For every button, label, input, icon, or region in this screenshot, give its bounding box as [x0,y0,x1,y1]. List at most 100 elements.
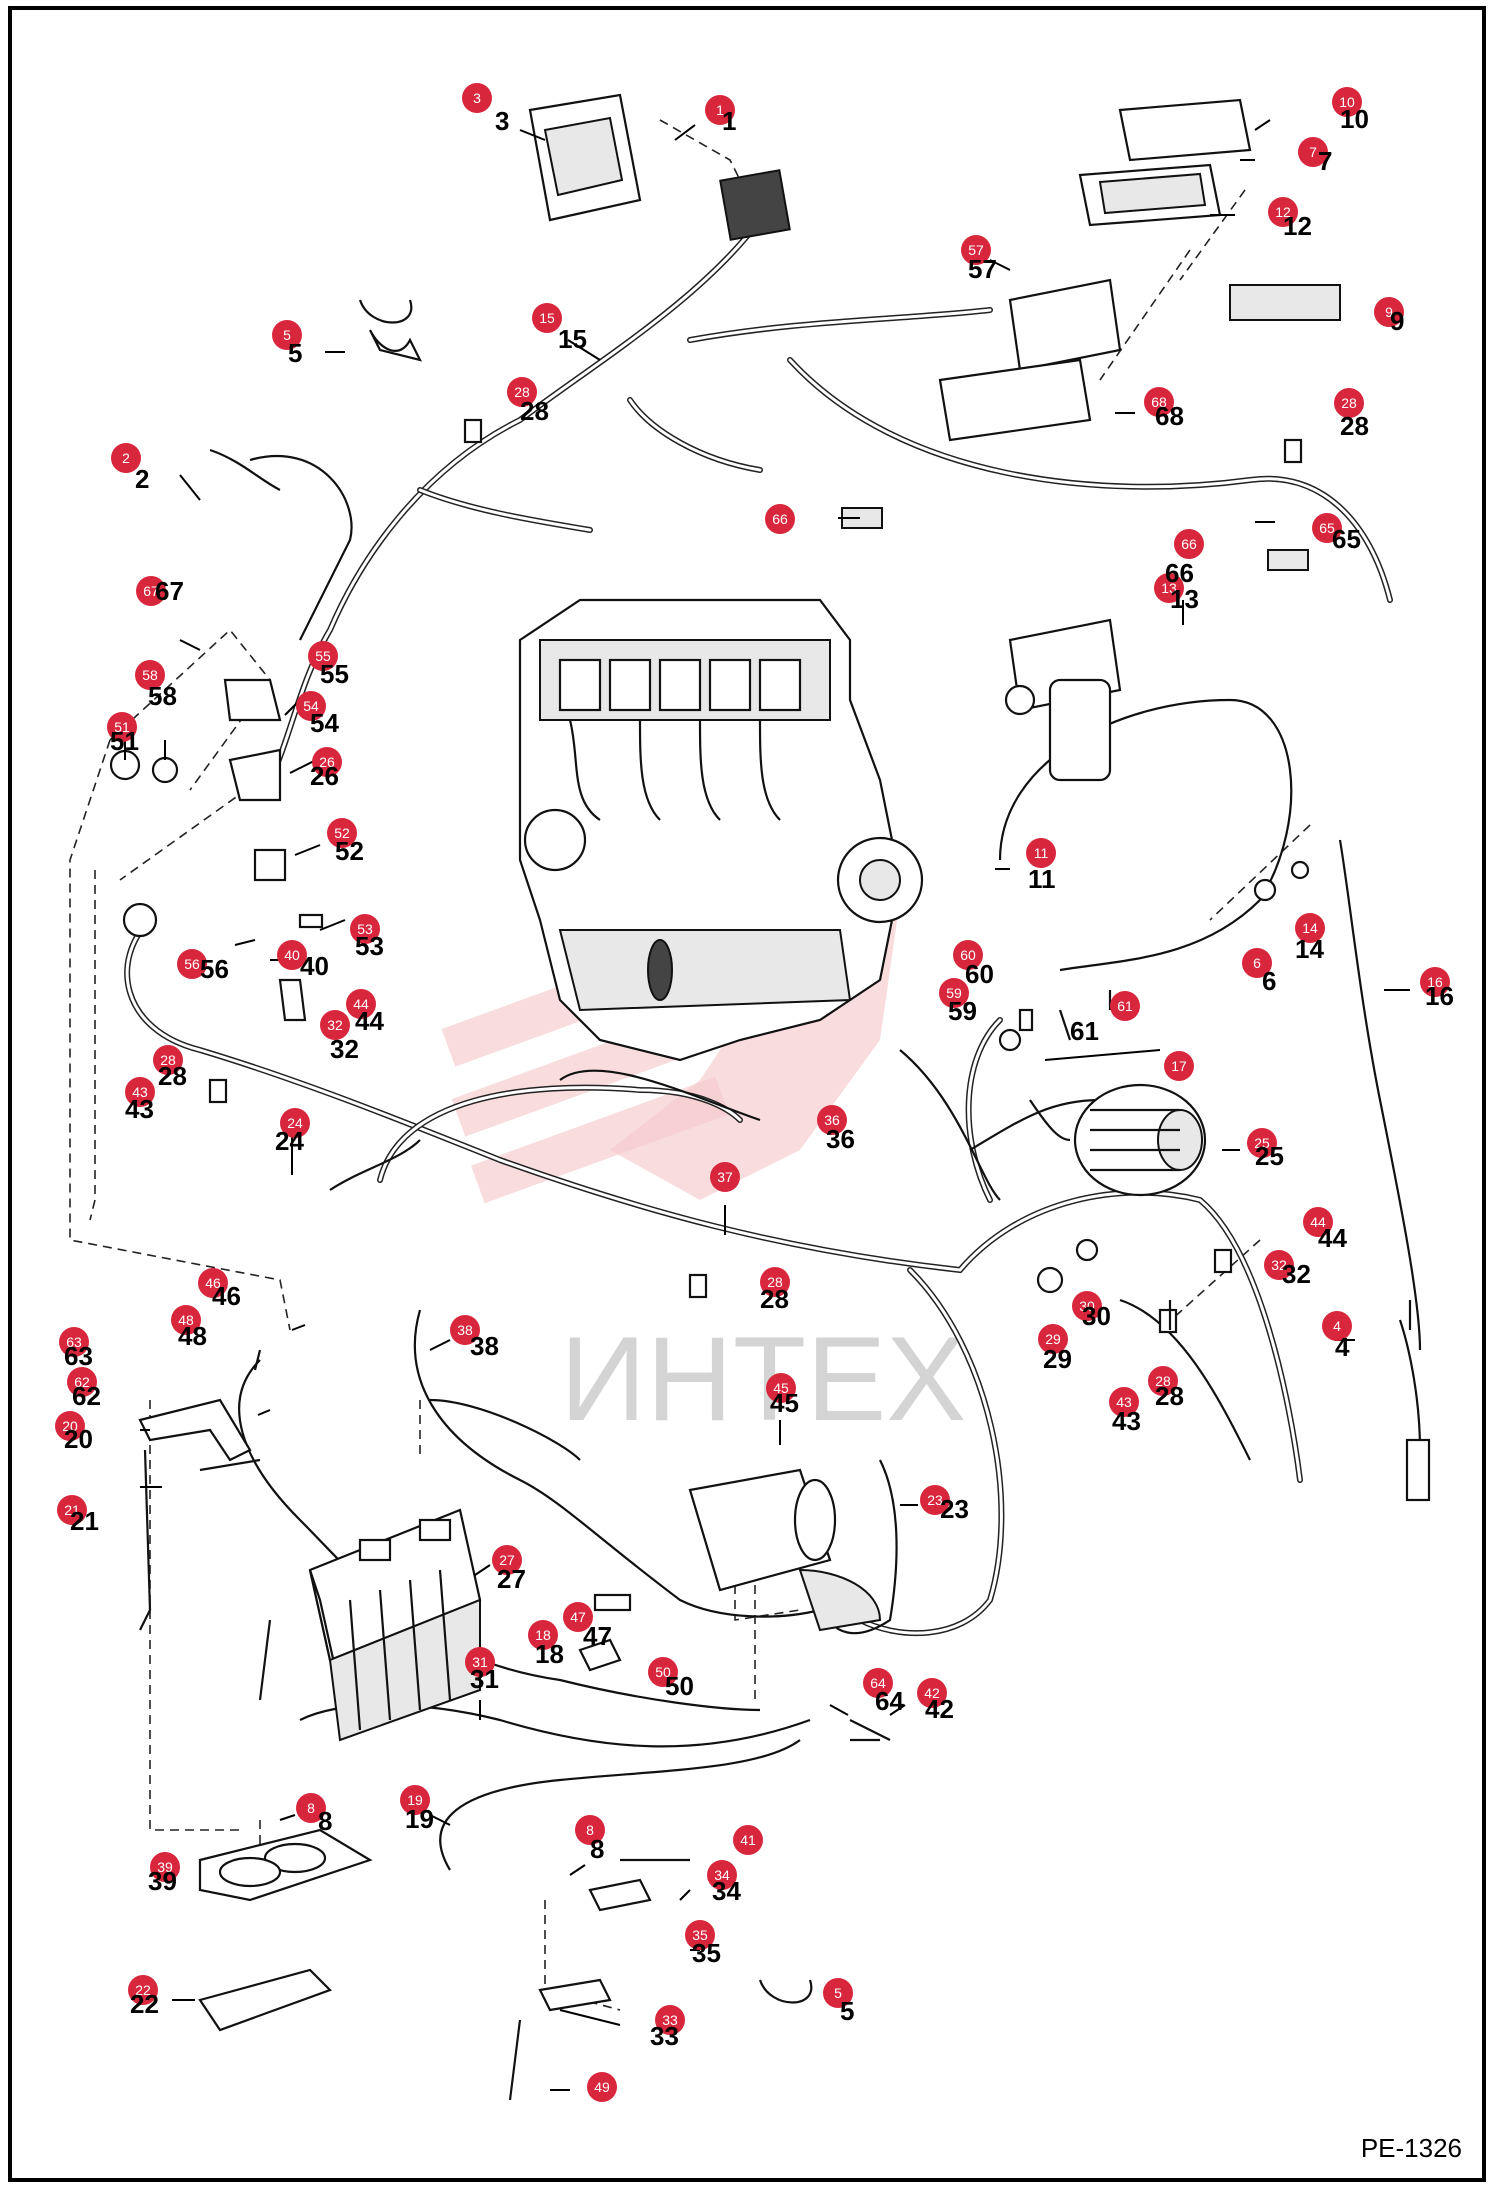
callout-68: 68 [1144,387,1174,417]
svg-text:44: 44 [1310,1214,1326,1230]
callout-16: 16 [1420,967,1450,997]
callout-36: 36 [817,1105,847,1135]
svg-text:21: 21 [64,1502,80,1518]
callout-33: 33 [655,2005,685,2035]
number-10: 10 [1340,104,1369,134]
callout-28c: 28 [153,1045,183,1075]
number-39: 39 [148,1866,177,1896]
callout-8b: 8 [575,1815,605,1845]
engine-block [518,598,924,1062]
svg-text:31: 31 [472,1654,488,1670]
number-30: 30 [1082,1301,1111,1331]
svg-text:34: 34 [714,1867,730,1883]
svg-text:8: 8 [586,1822,594,1838]
svg-text:57: 57 [968,242,984,258]
svg-text:22: 22 [135,1982,151,1998]
callout-3: 3 [462,83,492,113]
callout-9: 9 [1374,297,1404,327]
svg-text:49: 49 [594,2079,610,2095]
callout-55: 55 [308,641,338,671]
starter-motor [688,1468,882,1632]
number-14: 14 [1295,934,1324,964]
number-16: 16 [1425,981,1454,1011]
svg-text:4: 4 [1333,1318,1341,1334]
svg-text:40: 40 [284,947,300,963]
svg-text:44: 44 [353,996,369,1012]
callout-23: 23 [920,1485,950,1515]
svg-text:60: 60 [960,947,976,963]
number-52: 52 [335,836,364,866]
svg-text:48: 48 [178,1312,194,1328]
callout-61: 61 [1110,991,1140,1021]
svg-text:62: 62 [74,1374,90,1390]
number-28a: 28 [520,396,549,426]
number-44a: 44 [355,1006,384,1036]
svg-text:32: 32 [1271,1257,1287,1273]
svg-text:42: 42 [924,1685,940,1701]
svg-text:9: 9 [1385,304,1393,320]
number-64: 64 [875,1686,904,1716]
number-24: 24 [275,1126,304,1156]
svg-text:15: 15 [539,310,555,326]
number-8b: 8 [590,1834,604,1864]
svg-text:28: 28 [1155,1373,1171,1389]
svg-text:5: 5 [834,1985,842,2001]
svg-text:52: 52 [334,825,350,841]
svg-text:28: 28 [767,1274,783,1290]
callout-48: 48 [171,1305,201,1335]
number-7: 7 [1318,146,1332,176]
svg-text:66: 66 [1181,536,1197,552]
callout-60: 60 [953,940,983,970]
callout-1: 1 [705,95,735,125]
callout-28a: 28 [507,377,537,407]
number-3: 3 [495,106,509,136]
svg-text:25: 25 [1254,1135,1270,1151]
number-31: 31 [470,1664,499,1694]
number-28d: 28 [760,1284,789,1314]
number-51: 51 [110,726,139,756]
number-1: 1 [722,106,736,136]
watermark-text: ИНТЕХ [560,1312,966,1446]
callout-8a: 8 [296,1793,326,1823]
callout-29: 29 [1038,1324,1068,1354]
number-28e: 28 [1155,1381,1184,1411]
callout-17: 17 [1164,1051,1194,1081]
small-hardware [109,299,1431,2101]
number-28b: 28 [1340,411,1369,441]
number-28c: 28 [158,1061,187,1091]
callout-66b: 66 [1174,529,1204,559]
callout-6: 6 [1242,948,1272,978]
svg-text:65: 65 [1319,520,1335,536]
svg-text:2: 2 [122,450,130,466]
svg-text:17: 17 [1171,1058,1187,1074]
callout-45: 45 [766,1373,796,1403]
svg-text:58: 58 [142,667,158,683]
number-35: 35 [692,1938,721,1968]
callout-38: 38 [450,1315,480,1345]
number-23: 23 [940,1494,969,1524]
svg-text:8: 8 [307,1800,315,1816]
callout-2: 2 [111,443,141,473]
callout-59: 59 [939,978,969,1008]
battery-tray-parts [138,1398,373,2032]
callout-badges: 1 1 2 2 3 3 4 4 5 5 5 5 6 6 7 7 8 8 8 8 … [55,83,1454,2102]
number-62: 62 [72,1381,101,1411]
number-59: 59 [948,996,977,1026]
number-11: 11 [1028,864,1056,894]
battery [308,1508,482,1742]
callout-49: 49 [587,2072,617,2102]
number-32a: 32 [330,1034,359,1064]
svg-text:63: 63 [66,1334,82,1350]
callout-43a: 43 [125,1077,155,1107]
svg-text:30: 30 [1079,1298,1095,1314]
svg-text:3: 3 [473,90,481,106]
number-67: 67 [155,576,184,606]
callout-18: 18 [528,1620,558,1650]
number-27: 27 [497,1564,526,1594]
callout-46: 46 [198,1268,228,1298]
svg-text:28: 28 [160,1052,176,1068]
svg-text:55: 55 [315,648,331,664]
svg-text:26: 26 [319,754,335,770]
callout-28d: 28 [760,1267,790,1297]
